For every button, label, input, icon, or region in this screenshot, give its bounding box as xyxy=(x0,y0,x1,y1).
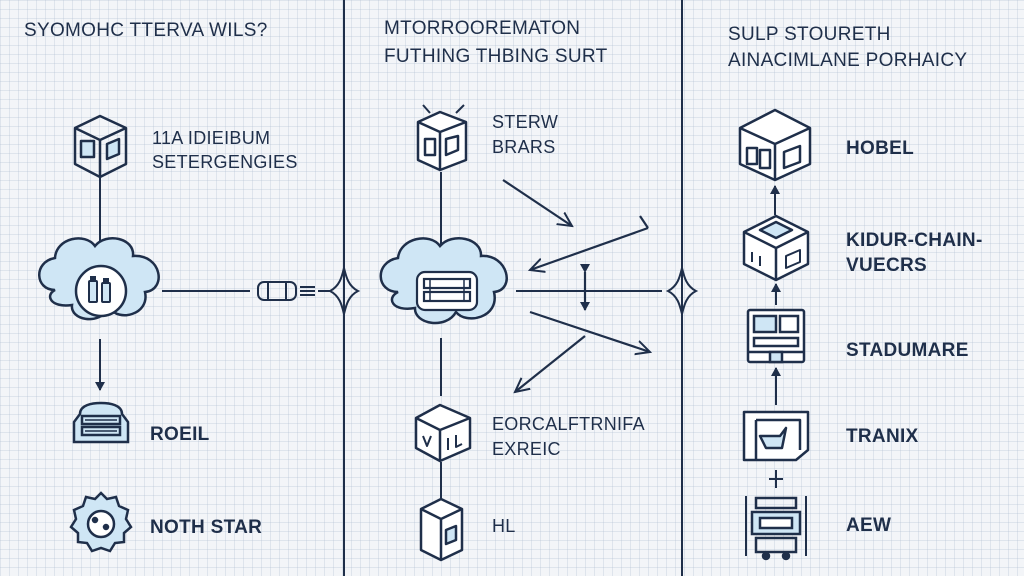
column-2-title-line2: FUTHING THBING SURT xyxy=(384,46,608,67)
box-icon xyxy=(419,497,464,562)
box-icon xyxy=(742,410,810,462)
column-3-item-3-label: STADUMARE xyxy=(846,340,969,361)
server-icon xyxy=(745,496,807,561)
connector-line xyxy=(769,470,783,488)
box-icon xyxy=(414,403,472,463)
column-3-item-2-label-line1: KIDUR-CHAIN- xyxy=(846,230,983,251)
crossing-icon xyxy=(665,267,699,315)
column-3-item-5-label: AEW xyxy=(846,515,892,536)
crossing-icon xyxy=(318,267,361,315)
column-3-item-4-label: TRANIX xyxy=(846,426,919,447)
column-1-bottom-label: NOTH STAR xyxy=(150,517,263,538)
column-2-mid-label-line2: EXREIC xyxy=(492,439,561,459)
gear-icon xyxy=(69,491,133,553)
column-2-title-line1: MTORROOREMATON xyxy=(384,18,581,39)
connector-icon xyxy=(257,281,315,301)
cube-icon xyxy=(742,214,810,282)
box-icon xyxy=(416,104,468,172)
cube-icon xyxy=(73,114,128,179)
column-2-mid-label-line1: EORCALFTRNIFA xyxy=(492,414,645,434)
server-icon xyxy=(72,401,130,444)
server-icon xyxy=(746,308,806,364)
column-3-item-1-label: HOBEL xyxy=(846,138,914,159)
column-3-item-2-label-line2: VUECRS xyxy=(846,255,927,276)
column-2-bottom-label: HL xyxy=(492,516,516,536)
column-2-top-label-line2: BRARS xyxy=(492,137,556,157)
column-2-top-label-line1: STERW xyxy=(492,112,559,132)
arrow-icon xyxy=(502,179,650,392)
column-1-top-label-line1: 11A IDIEIBUM xyxy=(152,128,271,148)
server-icon xyxy=(415,270,479,312)
column-1-title: SYOMOHC TTERVA WILS? xyxy=(24,20,268,41)
column-3-title-line1: SULP STOURETH xyxy=(728,24,891,45)
column-3-title-line2: AINACIMLANE PORHAICY xyxy=(728,50,968,71)
cloud-icon xyxy=(38,237,160,321)
column-1-top-label-line2: SETERGENGIES xyxy=(152,152,298,172)
battery-icon xyxy=(88,276,111,303)
cube-icon xyxy=(738,108,812,182)
column-1-mid-label: ROEIL xyxy=(150,424,210,445)
